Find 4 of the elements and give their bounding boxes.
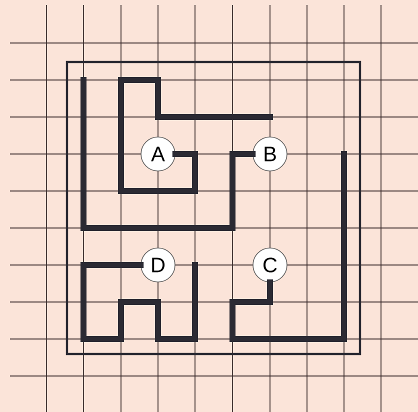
thick-line xyxy=(80,262,198,342)
thick-line xyxy=(118,77,273,194)
thick-line xyxy=(80,77,256,231)
thick-line xyxy=(230,151,347,342)
